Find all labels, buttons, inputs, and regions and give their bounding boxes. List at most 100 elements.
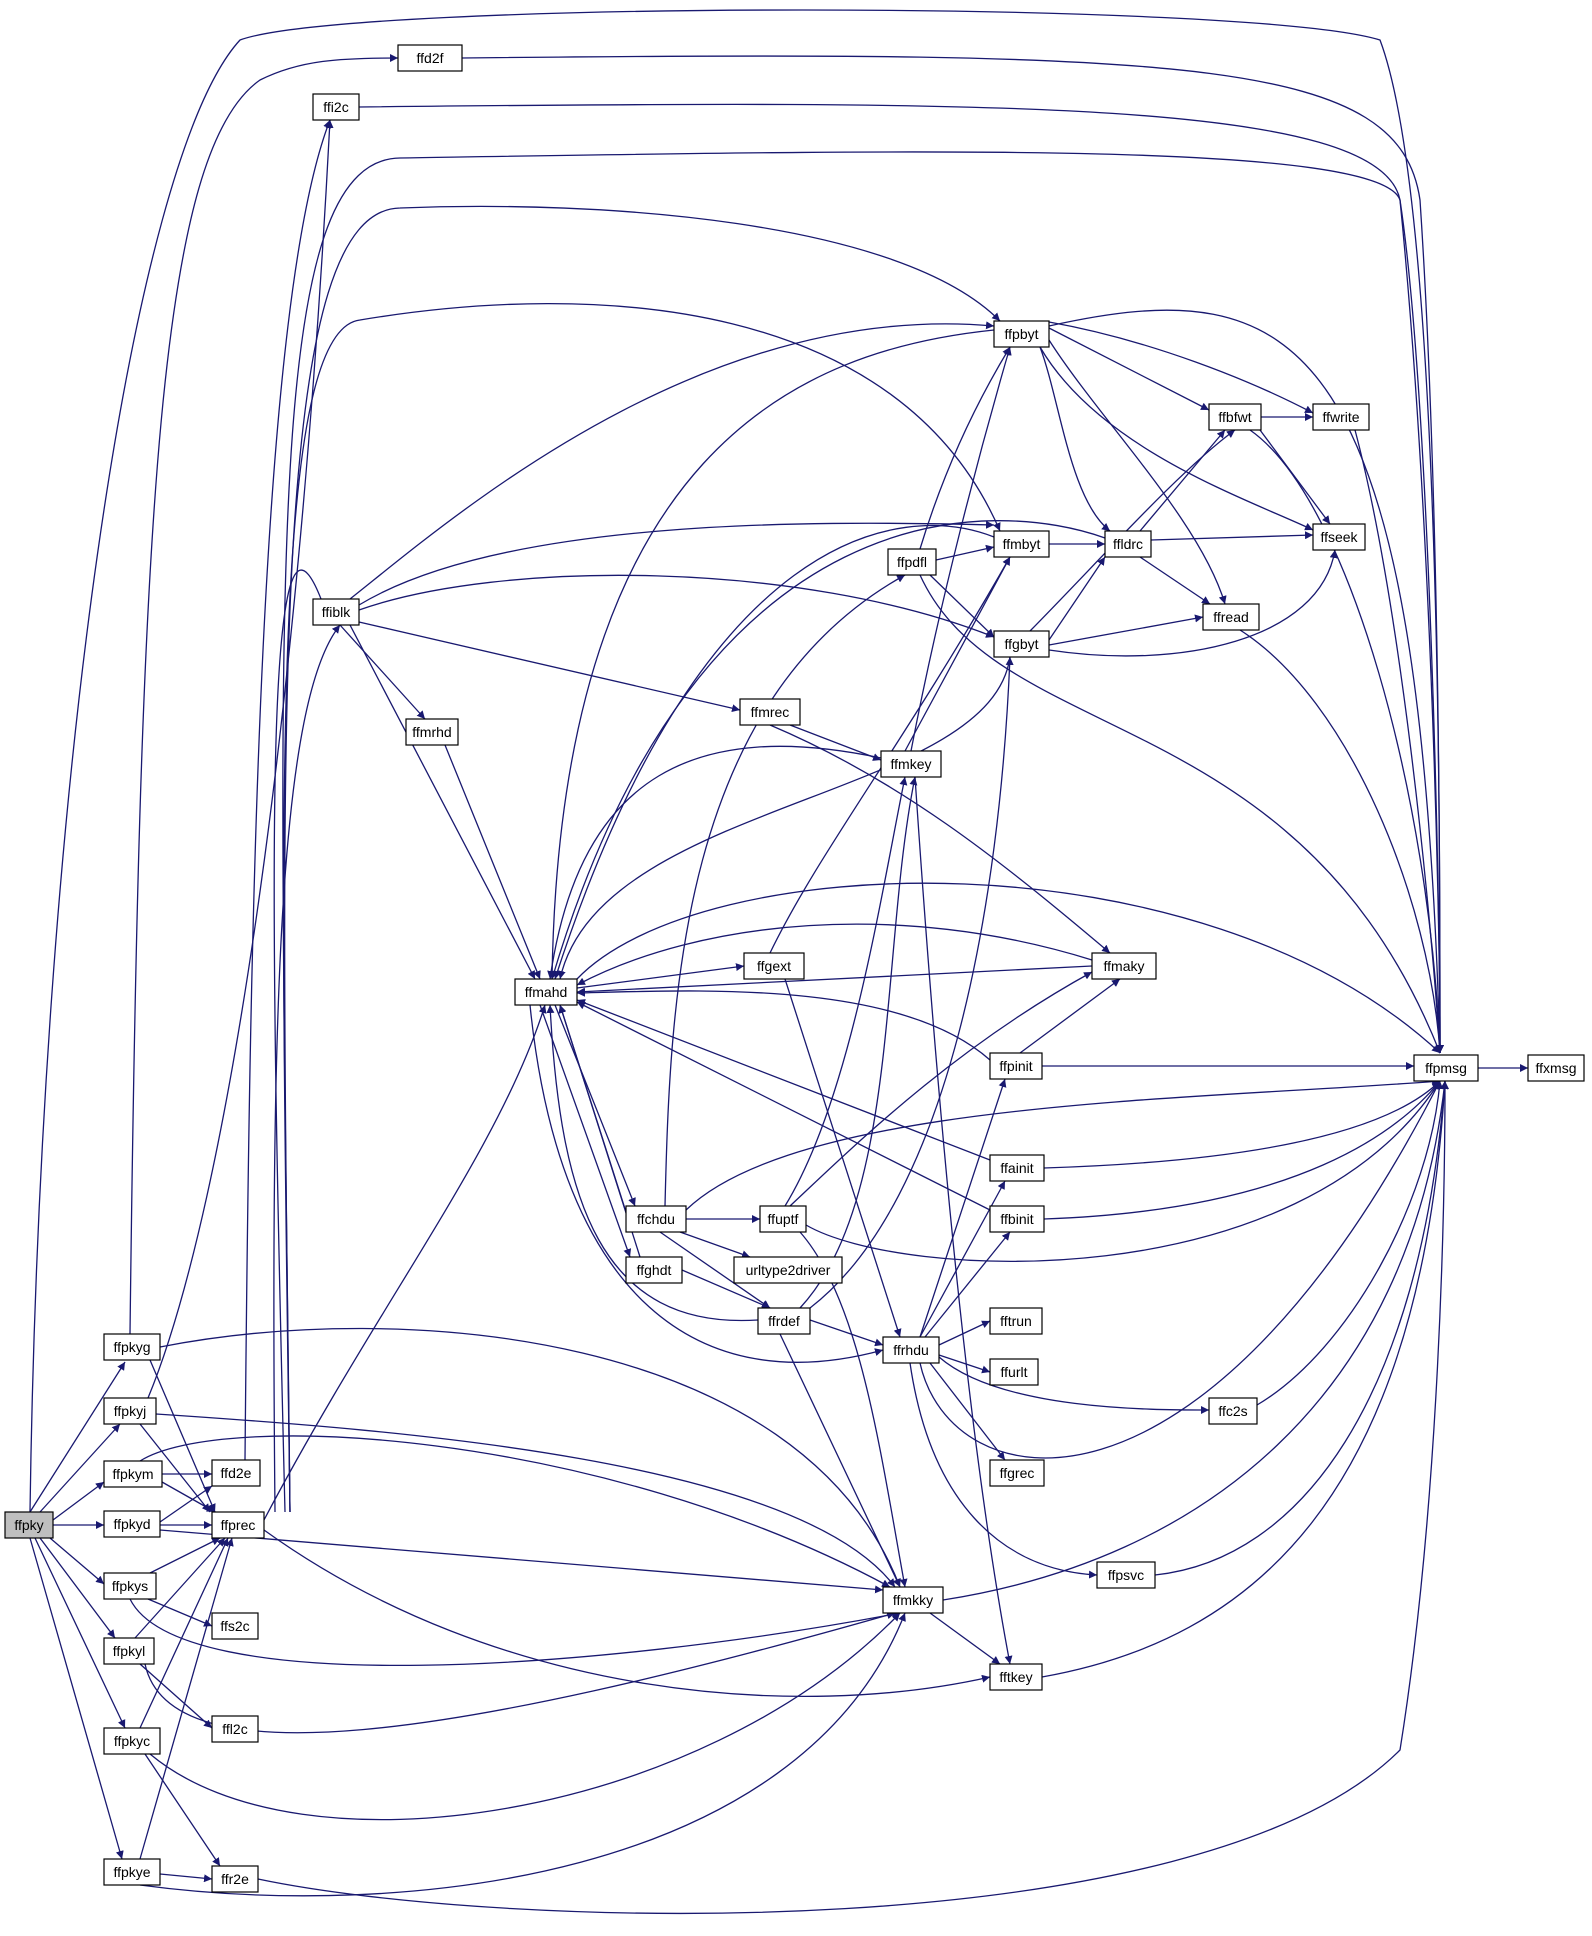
node-ffpkyc[interactable]: ffpkyc	[103, 1727, 161, 1755]
node-ffmrec[interactable]: ffmrec	[739, 698, 801, 726]
edge-to-ffmkky	[779, 1333, 901, 1588]
edge-to-ffpmsg	[1239, 629, 1444, 1054]
node-ffrhdu[interactable]: ffrhdu	[882, 1336, 940, 1364]
node-ffpdfl[interactable]: ffpdfl	[887, 548, 937, 576]
edge-to-ffmahd	[548, 329, 995, 980]
node-label: ffprec	[221, 1517, 256, 1533]
node-ffgrec[interactable]: ffgrec	[989, 1459, 1045, 1487]
node-ffldrc[interactable]: ffldrc	[1104, 530, 1152, 558]
node-fftrun[interactable]: fftrun	[989, 1307, 1043, 1335]
node-ffpkyd[interactable]: ffpkyd	[103, 1510, 161, 1538]
node-ffwrite[interactable]: ffwrite	[1312, 403, 1370, 431]
node-label: ffpkyc	[114, 1733, 150, 1749]
node-ffmkky[interactable]: ffmkky	[882, 1586, 944, 1614]
node-ffpkyj[interactable]: ffpkyj	[103, 1397, 157, 1425]
node-ffmkey[interactable]: ffmkey	[880, 750, 942, 778]
node-ffgbyt[interactable]: ffgbyt	[993, 630, 1050, 658]
edge-to-fftkey	[929, 1612, 1001, 1665]
edge-to-ffpkyc	[34, 1537, 126, 1729]
node-ffxmsg[interactable]: ffxmsg	[1527, 1054, 1585, 1082]
node-label: ffpkys	[112, 1578, 148, 1594]
node-ffpkym[interactable]: ffpkym	[103, 1460, 163, 1488]
node-ffainit[interactable]: ffainit	[989, 1154, 1045, 1182]
node-box	[743, 952, 805, 980]
node-box	[211, 1715, 259, 1743]
edge-to-ffmbyt	[358, 520, 995, 606]
node-ffgext[interactable]: ffgext	[743, 952, 805, 980]
node-ffseek[interactable]: ffseek	[1312, 523, 1366, 551]
edge-to-ffd2f	[129, 54, 399, 1335]
edge-to-ffiblk	[273, 569, 332, 1513]
node-ffr2e[interactable]: ffr2e	[211, 1865, 259, 1893]
node-box	[880, 750, 942, 778]
edge-to-ffmkky	[159, 1529, 884, 1594]
node-ffbfwt[interactable]: ffbfwt	[1208, 403, 1262, 431]
node-ffi2c_a[interactable]: ffi2c	[312, 93, 360, 121]
node-ffmahd[interactable]: ffmahd	[514, 978, 578, 1006]
node-ffpsvc[interactable]: ffpsvc	[1096, 1561, 1156, 1589]
node-ffiblk[interactable]: ffiblk	[312, 598, 360, 626]
node-ffbinit[interactable]: ffbinit	[989, 1205, 1045, 1233]
node-ffprec[interactable]: ffprec	[211, 1511, 265, 1539]
edge-to-ffprec	[149, 1537, 221, 1574]
edge-to-ffmkky	[159, 1327, 901, 1588]
edge-to-ffrhdu	[809, 1319, 884, 1347]
edge-to-ffpkyl	[39, 1537, 116, 1639]
node-ffuptf[interactable]: ffuptf	[759, 1205, 807, 1233]
edge-to-ffbfwt	[1139, 429, 1226, 532]
node-box	[733, 1256, 843, 1284]
node-ffurlt[interactable]: ffurlt	[989, 1358, 1039, 1386]
node-ffc2s[interactable]: ffc2s	[1208, 1397, 1258, 1425]
edge-to-ffread	[1139, 556, 1211, 605]
node-box	[312, 93, 360, 121]
node-label: ffmaky	[1104, 958, 1145, 974]
node-ffl2c[interactable]: ffl2c	[211, 1715, 259, 1743]
edge-to-ffmbyt	[283, 302, 1001, 1513]
node-ffread[interactable]: ffread	[1202, 603, 1260, 631]
edge-to-urltype2driver	[679, 1231, 751, 1259]
node-ffpkyl[interactable]: ffpkyl	[103, 1637, 155, 1665]
edge-to-ffmkky	[155, 1413, 896, 1588]
edge-to-ffmahd	[576, 999, 991, 1161]
node-box	[989, 1307, 1043, 1335]
edge-to-ffmahd	[576, 965, 1093, 996]
node-ffpbyt[interactable]: ffpbyt	[993, 320, 1050, 348]
node-ffpky[interactable]: ffpky	[4, 1511, 54, 1539]
edge-to-ffmahd	[550, 520, 1106, 980]
edge-to-ffmaky	[1019, 978, 1121, 1054]
node-ffmrhd[interactable]: ffmrhd	[405, 718, 459, 746]
edge-to-ffpmsg	[1048, 309, 1444, 1054]
node-box	[397, 44, 463, 72]
node-ffpkye[interactable]: ffpkye	[103, 1858, 161, 1886]
node-ffpmsg[interactable]: ffpmsg	[1413, 1054, 1479, 1082]
node-box	[103, 1510, 161, 1538]
node-box	[625, 1205, 687, 1233]
node-ffs2c[interactable]: ffs2c	[211, 1612, 259, 1640]
node-ffmbyt[interactable]: ffmbyt	[993, 530, 1050, 558]
edge-to-ffmahd	[547, 745, 882, 980]
edge-to-fftkey	[263, 1529, 991, 1698]
node-ffrdef[interactable]: ffrdef	[757, 1307, 811, 1335]
node-label: ffmkey	[891, 756, 932, 772]
node-box	[211, 1511, 265, 1539]
node-fftkey[interactable]: fftkey	[989, 1663, 1043, 1691]
edge-to-ffmkky	[144, 1611, 896, 1734]
node-label: ffpkyd	[113, 1516, 150, 1532]
node-ffd2e[interactable]: ffd2e	[211, 1459, 261, 1487]
node-ffmaky[interactable]: ffmaky	[1091, 952, 1157, 980]
edge-to-ffrdef	[659, 1231, 771, 1309]
node-box	[993, 320, 1050, 348]
node-ffpkyg[interactable]: ffpkyg	[103, 1333, 161, 1361]
edge-to-ffread	[1048, 339, 1227, 605]
node-ffpinit[interactable]: ffpinit	[989, 1052, 1043, 1080]
node-ffd2f[interactable]: ffd2f	[397, 44, 463, 72]
edge-to-ffpmsg	[805, 1080, 1441, 1262]
node-label: ffpinit	[999, 1058, 1032, 1074]
node-ffchdu[interactable]: ffchdu	[625, 1205, 687, 1233]
node-ffpkys[interactable]: ffpkys	[103, 1572, 157, 1600]
node-ffghdt[interactable]: ffghdt	[625, 1256, 683, 1284]
node-box	[882, 1336, 940, 1364]
edge-to-ffpmsg	[576, 882, 1441, 1054]
node-label: ffpbyt	[1005, 326, 1039, 342]
node-urltype2driver[interactable]: urltype2driver	[733, 1256, 843, 1284]
